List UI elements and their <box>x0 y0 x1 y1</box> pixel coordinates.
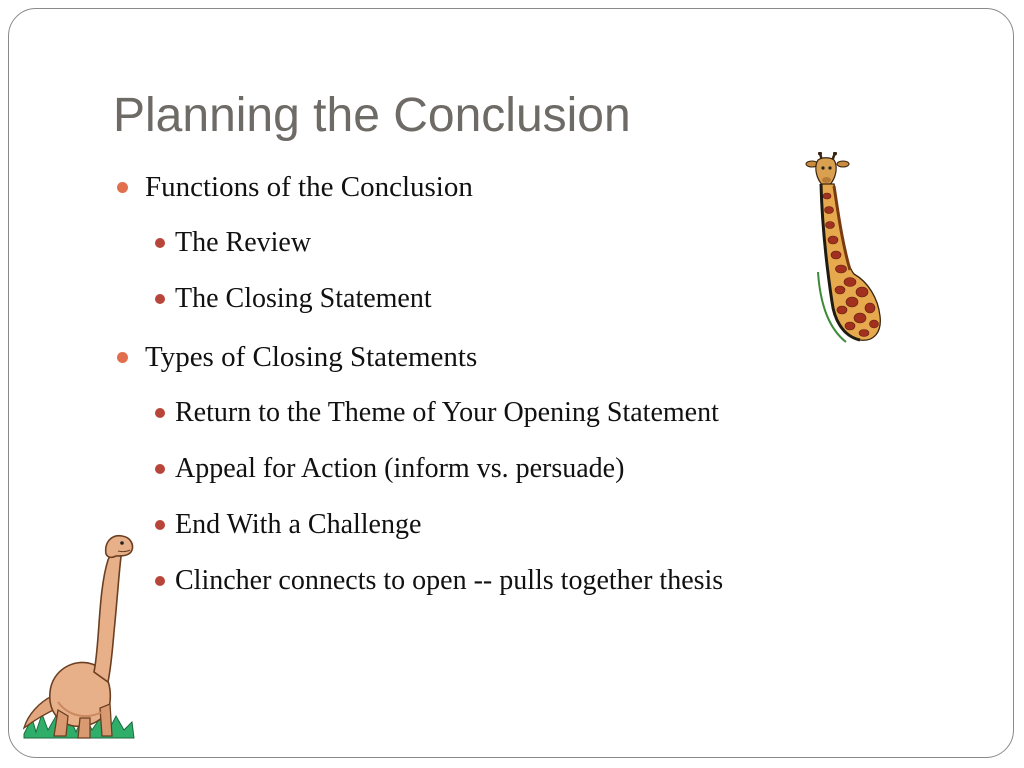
slide-title: Planning the Conclusion <box>113 89 631 142</box>
sub-bullet-dot-icon <box>155 576 165 586</box>
sub-bullet-text: End With a Challenge <box>175 509 422 540</box>
sub-bullet-dot-icon <box>155 408 165 418</box>
sub-bullet-text: Return to the Theme of Your Opening Stat… <box>175 397 719 428</box>
sub-bullet-dot-icon <box>155 464 165 474</box>
sub-bullet-text: The Review <box>175 227 312 258</box>
sub-bullet-text: The Closing Statement <box>175 283 432 314</box>
sub-bullet-item: End With a Challenge <box>155 507 422 543</box>
bullet-item: Functions of the Conclusion <box>117 169 473 205</box>
sub-bullet-text: Appeal for Action (inform vs. persuade) <box>175 453 625 484</box>
bullet-dot-icon <box>117 352 128 363</box>
bullet-item: Types of Closing Statements <box>117 339 478 375</box>
sub-bullet-item: Return to the Theme of Your Opening Stat… <box>155 395 719 431</box>
giraffe-clipart-icon <box>805 152 881 343</box>
sub-bullet-item: Appeal for Action (inform vs. persuade) <box>155 451 625 487</box>
bullet-dot-icon <box>117 182 128 193</box>
sub-bullet-item: The Closing Statement <box>155 281 432 317</box>
bullet-text: Functions of the Conclusion <box>145 171 473 203</box>
bullet-text: Types of Closing Statements <box>145 341 478 373</box>
sub-bullet-item: Clincher connects to open -- pulls toget… <box>155 563 724 599</box>
slide-frame <box>8 8 1014 758</box>
sub-bullet-dot-icon <box>155 520 165 530</box>
sub-bullet-text: Clincher connects to open -- pulls toget… <box>175 565 724 596</box>
sub-bullet-dot-icon <box>155 294 165 304</box>
sub-bullet-item: The Review <box>155 225 312 261</box>
sub-bullet-dot-icon <box>155 238 165 248</box>
dinosaur-clipart-icon <box>22 534 135 739</box>
